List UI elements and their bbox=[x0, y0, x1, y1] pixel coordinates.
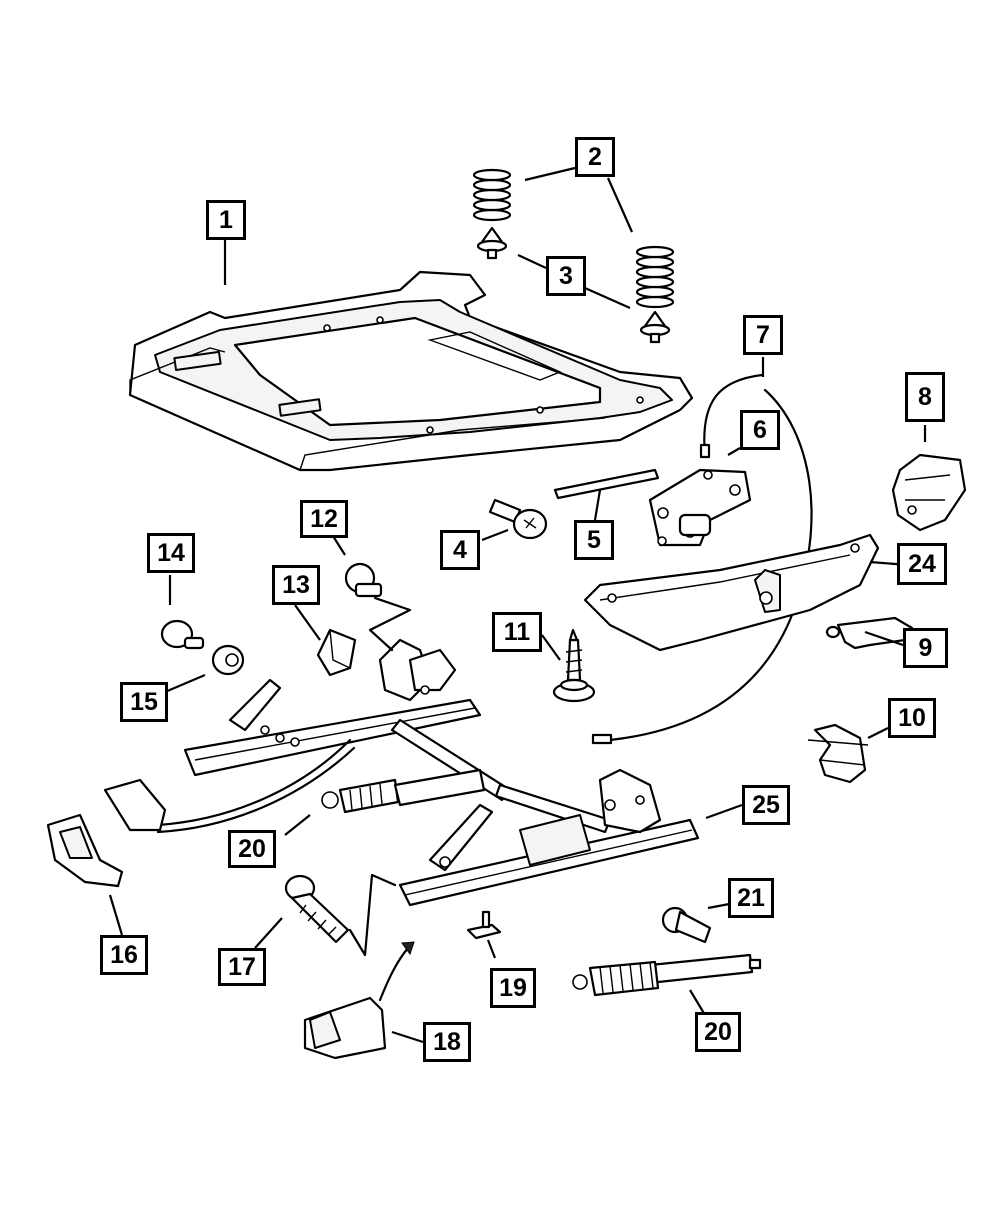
callout-4: 4 bbox=[440, 530, 480, 570]
callout-24: 24 bbox=[897, 543, 947, 585]
callout-20-lower: 20 bbox=[695, 1012, 741, 1052]
callout-14: 14 bbox=[147, 533, 195, 573]
callout-21: 21 bbox=[728, 878, 774, 918]
callout-17: 17 bbox=[218, 948, 266, 986]
trim-strip bbox=[553, 468, 660, 500]
screw bbox=[552, 628, 596, 703]
track-end-cap bbox=[303, 996, 387, 1060]
knob bbox=[160, 619, 205, 650]
stop-block bbox=[316, 628, 357, 677]
callout-16: 16 bbox=[100, 935, 148, 975]
callout-8: 8 bbox=[905, 372, 945, 422]
cap-arrow-head bbox=[401, 941, 415, 956]
pivot-pin bbox=[661, 906, 712, 944]
bolt bbox=[488, 498, 548, 540]
motor-bracket bbox=[648, 468, 752, 547]
seat-track-assembly bbox=[183, 638, 700, 907]
spring-seat-left bbox=[476, 226, 508, 260]
callout-12: 12 bbox=[300, 500, 348, 538]
seat-cushion-frame bbox=[128, 270, 694, 472]
spring-seat-right bbox=[639, 310, 671, 344]
drive-cable bbox=[572, 953, 762, 997]
recliner-handle bbox=[825, 616, 914, 650]
release-cable bbox=[591, 373, 813, 745]
callout-6: 6 bbox=[740, 410, 780, 450]
callout-5: 5 bbox=[574, 520, 614, 560]
nut bbox=[211, 644, 245, 676]
callout-9: 9 bbox=[903, 628, 948, 668]
release-lever bbox=[103, 738, 356, 834]
callout-18: 18 bbox=[423, 1022, 471, 1062]
callout-25: 25 bbox=[742, 785, 790, 825]
spring-wire bbox=[348, 873, 397, 957]
bumper bbox=[344, 562, 383, 598]
callout-11: 11 bbox=[492, 612, 542, 652]
callout-13: 13 bbox=[272, 565, 320, 605]
stud bbox=[284, 874, 350, 944]
callout-15: 15 bbox=[120, 682, 168, 722]
callout-10: 10 bbox=[888, 698, 936, 738]
callout-1: 1 bbox=[206, 200, 246, 240]
side-cover bbox=[891, 453, 967, 532]
callout-3: 3 bbox=[546, 256, 586, 296]
callout-7: 7 bbox=[743, 315, 783, 355]
handle-bezel bbox=[46, 813, 124, 888]
leader-lines bbox=[108, 166, 927, 1044]
callout-20-upper: 20 bbox=[228, 830, 276, 868]
cap-arrow bbox=[378, 946, 410, 1002]
track-clip bbox=[466, 910, 502, 940]
wire-clip bbox=[807, 723, 869, 784]
spring-right bbox=[635, 245, 675, 309]
spring-left bbox=[472, 168, 512, 222]
seat-shield bbox=[583, 533, 880, 652]
callout-2: 2 bbox=[575, 137, 615, 177]
link-wire bbox=[368, 596, 412, 652]
callout-19: 19 bbox=[490, 968, 536, 1008]
